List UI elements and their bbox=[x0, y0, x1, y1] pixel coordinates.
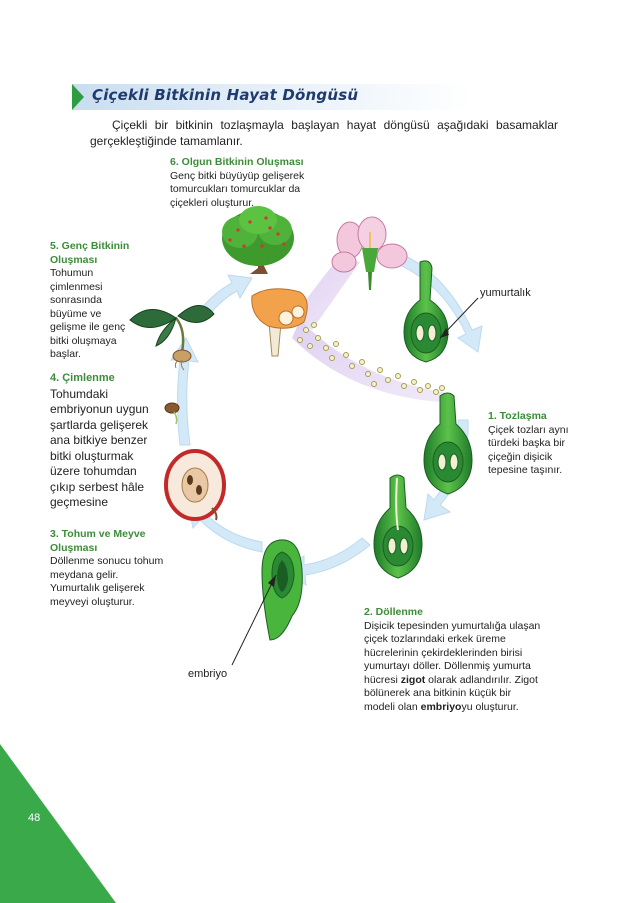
embryo-label: embriyo bbox=[188, 668, 228, 680]
stage-6-text: Genç bitki büyüyüp gelişerek tomurcuklar… bbox=[170, 169, 305, 209]
germinating-seed bbox=[164, 402, 180, 425]
title-marker bbox=[72, 84, 84, 110]
anther-section bbox=[251, 288, 308, 357]
stage-4-text: Tohumdaki embriyonun uygun şartlarda gel… bbox=[50, 386, 149, 510]
stage-3: 3. Tohum ve Meyve Oluşması Döllenme sonu… bbox=[50, 528, 170, 609]
stage-5-text: Tohumun çimlenmesi sonrasında büyüme ve … bbox=[50, 267, 126, 360]
stage-2-bold-embriyo: embriyo bbox=[420, 700, 462, 713]
ovary-label: yumurtalık bbox=[480, 287, 531, 299]
stage-2-text-c: yu oluşturur. bbox=[461, 700, 519, 713]
apple-cross-section bbox=[164, 449, 226, 521]
flower bbox=[331, 216, 408, 290]
intro-text: Çiçekli bir bitkinin tozlaşmayla başlaya… bbox=[90, 118, 558, 148]
stage-1: 1. Tozlaşma Çiçek tozları aynı türdeki b… bbox=[488, 410, 583, 478]
stage-1-text: Çiçek tozları aynı türdeki başka bir çiç… bbox=[488, 423, 569, 477]
stage-2-bold-zigot: zigot bbox=[400, 673, 426, 686]
stage-2-text-a: Dişicik tepesinden yumurtalığa ulaşan çi… bbox=[364, 619, 541, 686]
ovary-diagram-1 bbox=[403, 260, 449, 363]
page-number: 48 bbox=[28, 812, 41, 824]
stage-4-heading: 4. Çimlenme bbox=[50, 372, 115, 384]
title-band bbox=[72, 84, 472, 110]
stage-5-heading: 5. Genç Bitkinin Oluşması bbox=[50, 240, 130, 266]
stage-6-heading: 6. Olgun Bitkinin Oluşması bbox=[170, 156, 304, 168]
stage-2-heading: 2. Döllenme bbox=[364, 606, 423, 618]
page-title: Çiçekli Bitkinin Hayat Döngüsü bbox=[92, 86, 359, 104]
ovary-diagram-3 bbox=[373, 474, 423, 579]
stage-4: 4. Çimlenme Tohumdaki embriyonun uygun ş… bbox=[50, 371, 160, 511]
corner-decoration bbox=[0, 744, 116, 903]
stage-3-text: Döllenme sonucu tohum meydana gelir. Yum… bbox=[50, 555, 164, 608]
stage-6: 6. Olgun Bitkinin Oluşması Genç bitki bü… bbox=[170, 156, 320, 210]
mature-tree bbox=[222, 206, 294, 274]
stage-5: 5. Genç Bitkinin Oluşması Tohumun çimlen… bbox=[50, 240, 140, 362]
stage-1-heading: 1. Tozlaşma bbox=[488, 410, 547, 422]
stage-2-text-b: olarak adlandırılır. Zigot bölünerek ana… bbox=[364, 673, 538, 713]
seed-with-embryo bbox=[261, 539, 303, 641]
young-seedling bbox=[129, 305, 215, 371]
intro-paragraph: Çiçekli bir bitkinin tozlaşmayla başlaya… bbox=[90, 117, 558, 149]
ovary-diagram-2 bbox=[423, 392, 473, 495]
stage-2: 2. Döllenme Dişicik tepesinden yumurtalı… bbox=[364, 606, 542, 714]
embryo-pointer bbox=[231, 574, 277, 666]
stage-3-heading: 3. Tohum ve Meyve Oluşması bbox=[50, 528, 146, 554]
